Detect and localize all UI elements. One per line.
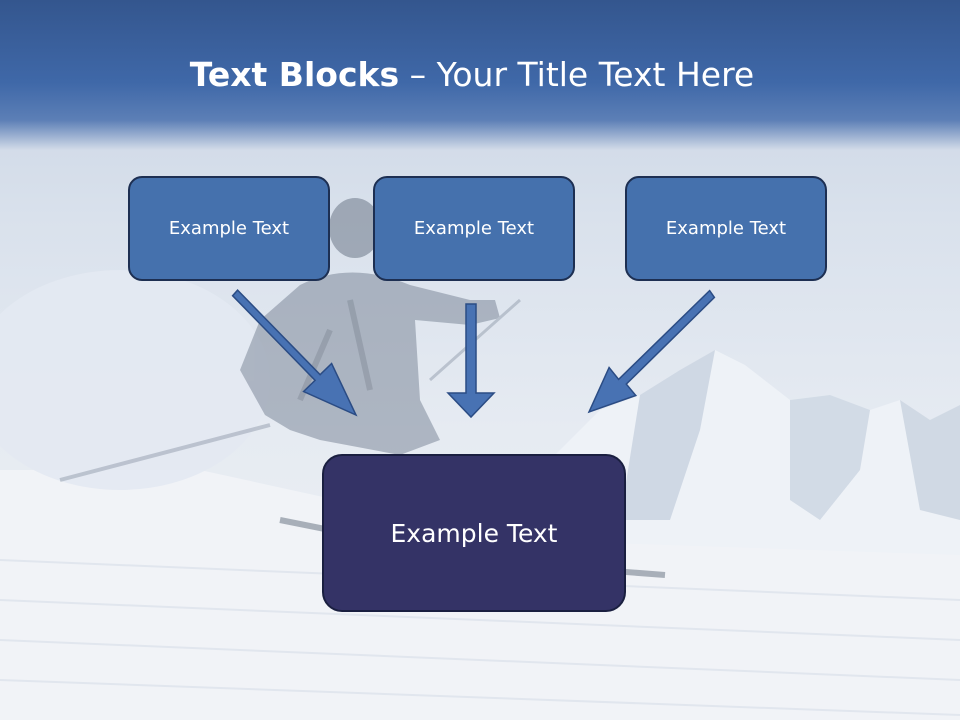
page-title: Text Blocks – Your Title Text Here — [0, 52, 944, 98]
mountain-shadow — [790, 395, 870, 520]
arrow-left-icon — [231, 289, 358, 417]
snow-spray — [0, 270, 270, 490]
title-bold: Text Blocks — [189, 55, 400, 94]
mountain-shadow — [620, 350, 715, 520]
text-block-1[interactable]: Example Text — [128, 176, 330, 281]
arrow-right-icon — [587, 289, 716, 414]
title-dash: – — [399, 55, 437, 94]
title-rest: Your Title Text Here — [436, 55, 755, 94]
text-block-3[interactable]: Example Text — [625, 176, 827, 281]
title-bar — [0, 0, 960, 150]
mountain-shadow — [900, 400, 960, 520]
arrows — [231, 289, 716, 419]
text-block-2[interactable]: Example Text — [373, 176, 575, 281]
main-text-block[interactable]: Example Text — [322, 454, 626, 612]
arrow-center-icon — [446, 303, 496, 419]
